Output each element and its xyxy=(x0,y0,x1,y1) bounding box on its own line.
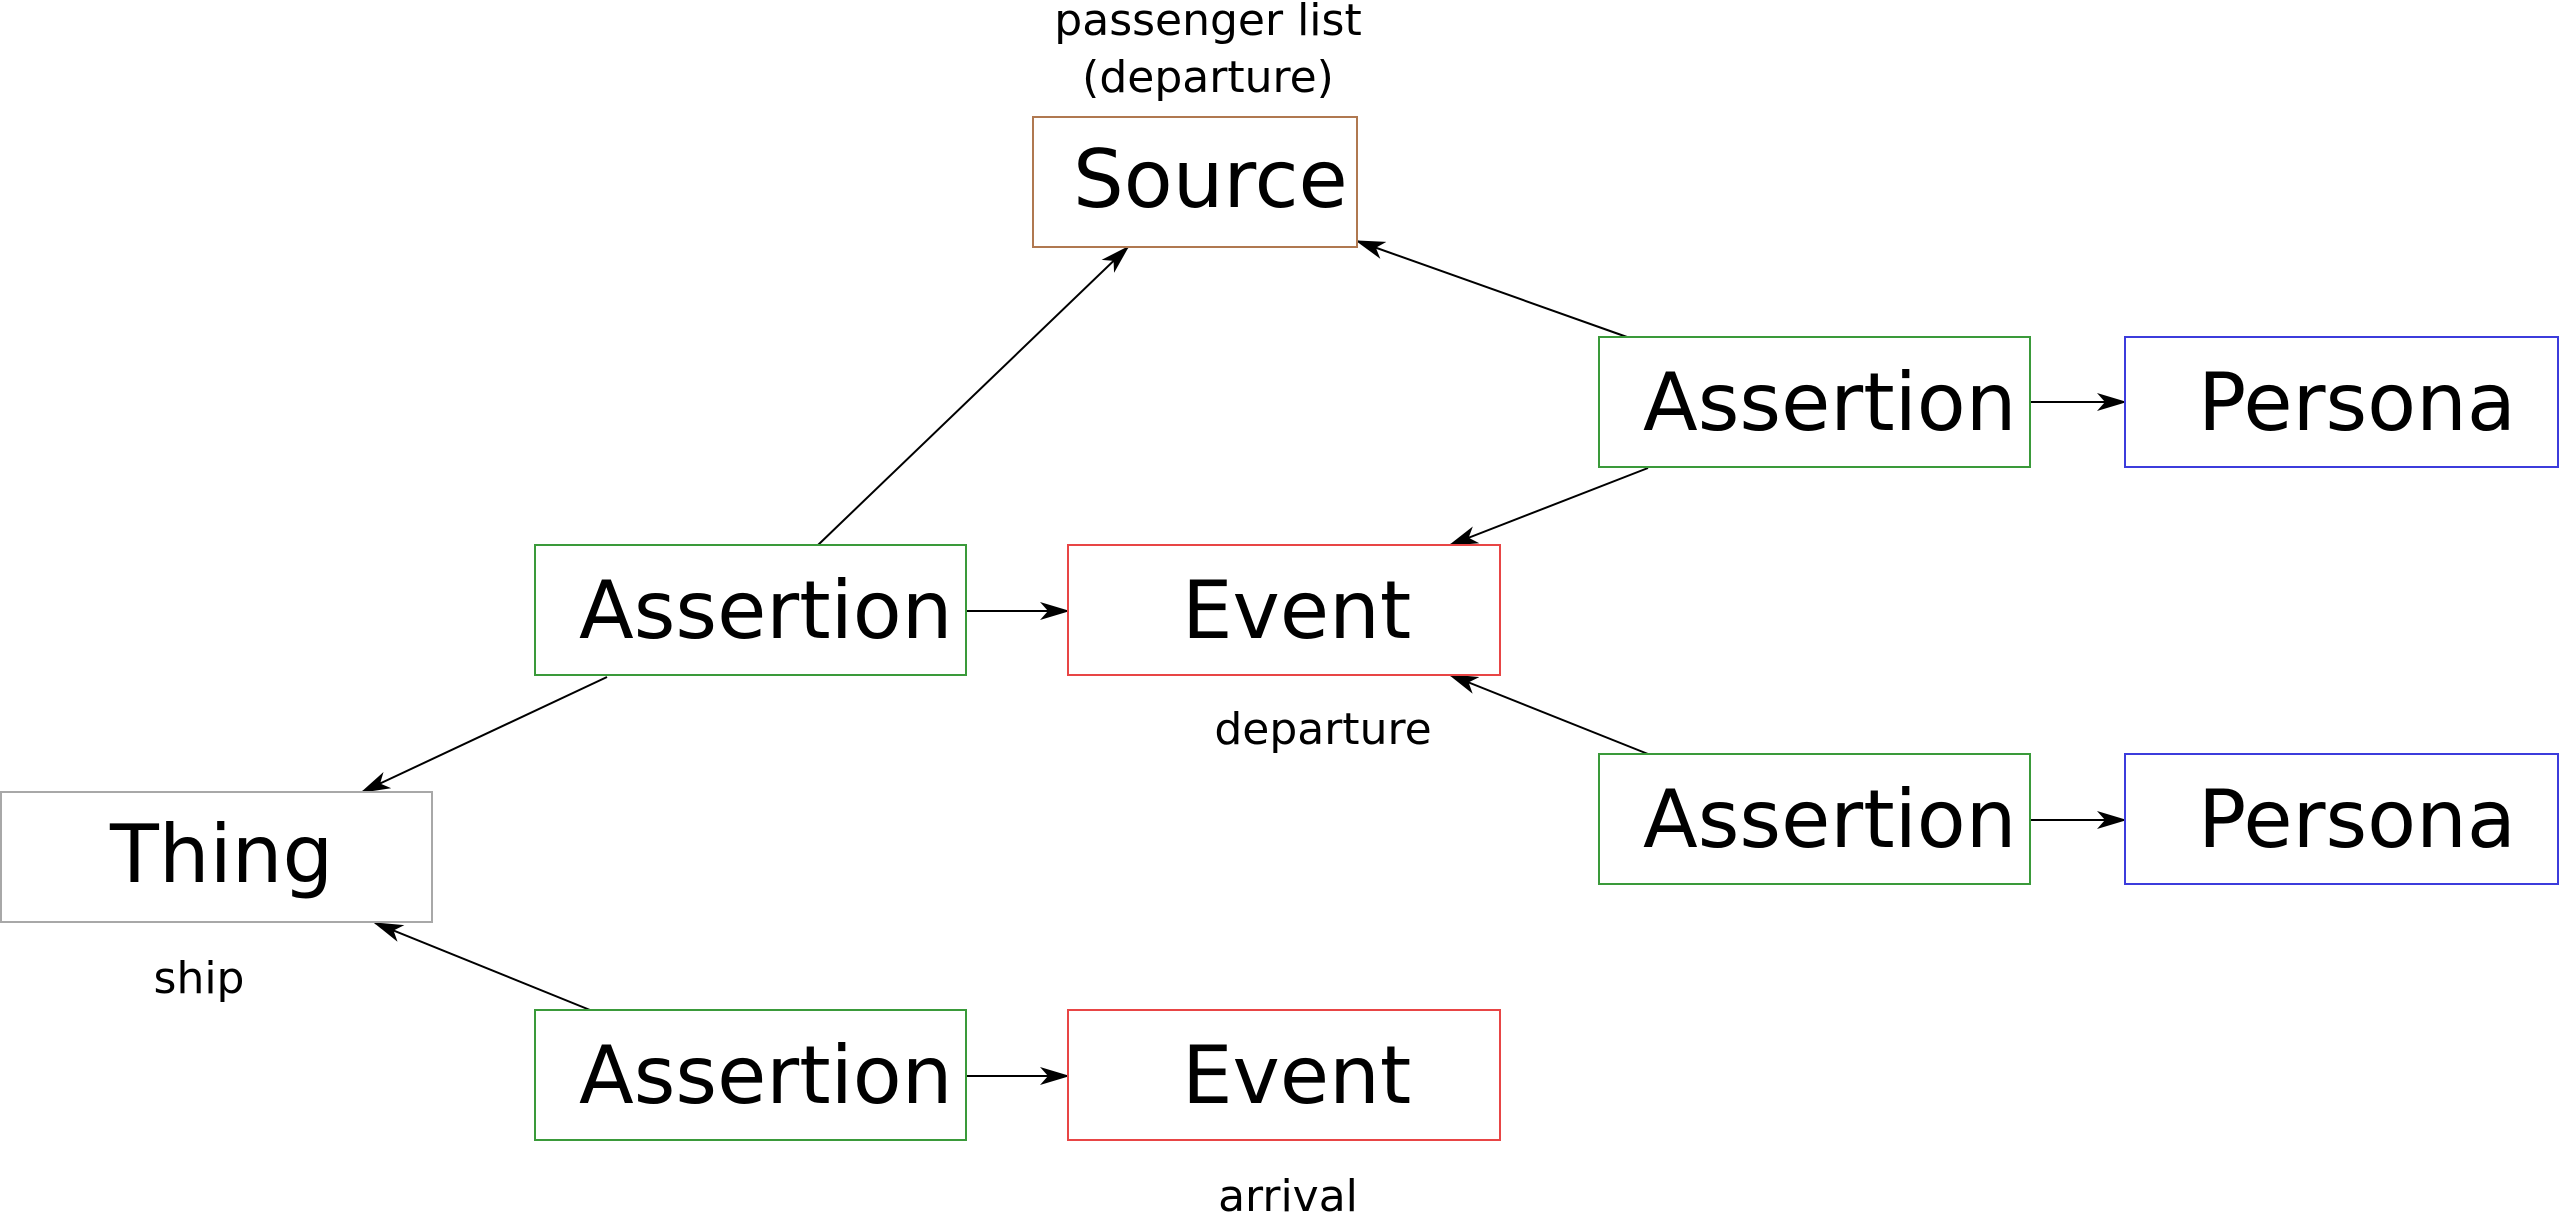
thing-label: Thing xyxy=(109,808,333,901)
persona-bottom-box xyxy=(2124,753,2559,885)
assertion-left-box xyxy=(534,544,967,676)
edge-assertion-left-to-source xyxy=(817,245,1130,546)
event-departure-label: Event xyxy=(1182,564,1411,657)
assertion-left-label: Assertion xyxy=(579,564,952,657)
assertion-top-node: Assertion xyxy=(1598,336,2031,468)
edge-assertion-left-to-thing xyxy=(360,676,608,793)
assertion-left-node: Assertion xyxy=(534,544,967,676)
assertion-bottom-label: Assertion xyxy=(579,1029,952,1122)
persona-top-label: Persona xyxy=(2198,356,2516,449)
event-arrival-label: Event xyxy=(1182,1029,1411,1122)
source-caption-line1: passenger list xyxy=(1054,0,1361,46)
event-departure-node: Event xyxy=(1067,544,1501,676)
edge-assertion-top-to-event-departure xyxy=(1448,467,1649,546)
source-node: Source xyxy=(1032,116,1358,248)
assertion-mid-right-label: Assertion xyxy=(1643,773,2016,866)
assertion-top-label: Assertion xyxy=(1643,356,2016,449)
persona-bottom-node: Persona xyxy=(2124,753,2559,885)
departure-caption: departure xyxy=(1214,704,1431,755)
edge-assertion-mid-right-to-event-departure xyxy=(1448,674,1649,755)
thing-box xyxy=(0,791,433,923)
source-label: Source xyxy=(1073,133,1348,226)
event-arrival-box xyxy=(1067,1009,1501,1141)
persona-top-node: Persona xyxy=(2124,336,2559,468)
edge-assertion-bottom-to-thing xyxy=(373,922,591,1011)
persona-top-box xyxy=(2124,336,2559,468)
assertion-bottom-node: Assertion xyxy=(534,1009,967,1141)
edge-assertion-top-to-source xyxy=(1355,240,1628,338)
source-box xyxy=(1032,116,1358,248)
persona-bottom-label: Persona xyxy=(2198,773,2516,866)
event-arrival-node: Event xyxy=(1067,1009,1501,1141)
assertion-top-box xyxy=(1598,336,2031,468)
arrival-caption: arrival xyxy=(1218,1171,1358,1217)
edges-layer xyxy=(360,240,2127,1085)
ship-caption: ship xyxy=(154,953,245,1004)
assertion-mid-right-box xyxy=(1598,753,2031,885)
event-departure-box xyxy=(1067,544,1501,676)
thing-node: Thing xyxy=(0,791,433,923)
assertion-bottom-box xyxy=(534,1009,967,1141)
source-caption-line2: (departure) xyxy=(1082,52,1334,103)
assertion-mid-right-node: Assertion xyxy=(1598,753,2031,885)
